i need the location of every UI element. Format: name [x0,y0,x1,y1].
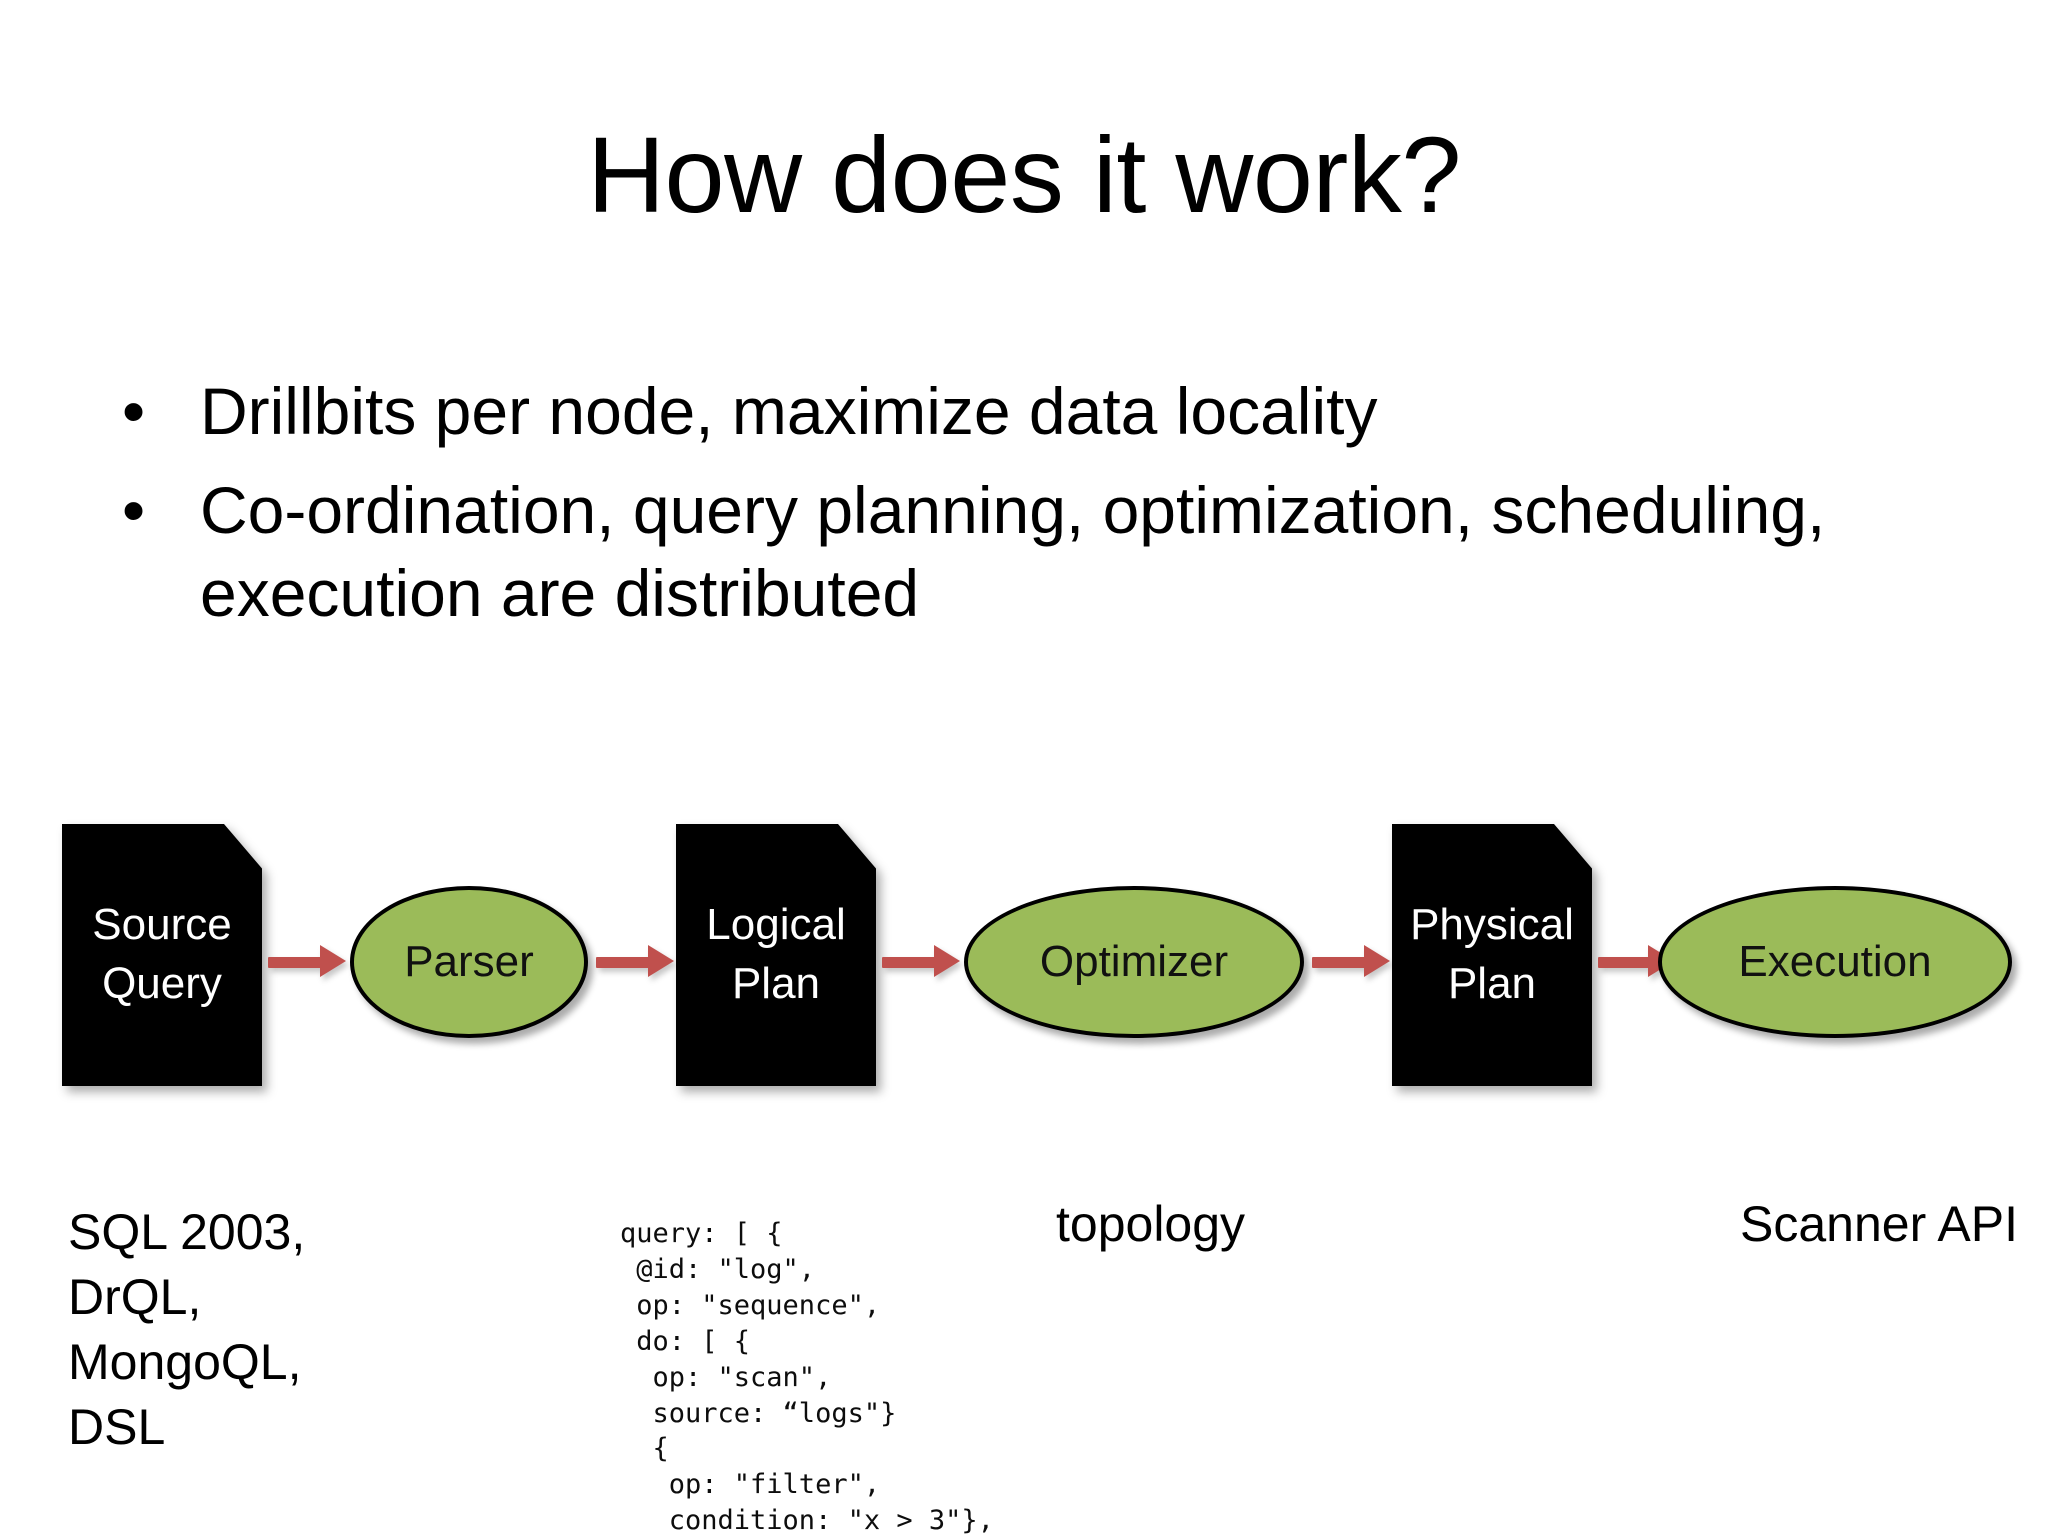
caption-line: SQL 2003, [68,1204,306,1260]
pipeline-diagram: Source Query Parser Logical Plan [0,800,2048,1130]
flow-node-label-line1: Logical [706,900,846,950]
page-title: How does it work? [587,114,1461,235]
list-item: • Drillbits per node, maximize data loca… [108,370,1968,453]
document-shape-icon [1392,824,1592,1086]
flow-node-label-line1: Physical [1410,900,1574,950]
flow-node-label-line2: Query [102,959,222,1008]
list-item-text: Drillbits per node, maximize data locali… [200,374,1378,448]
bullet-marker-icon: • [122,473,146,548]
flow-node-physical-plan: Physical Plan [1392,824,1592,1086]
bullet-marker-icon: • [122,374,146,448]
flow-node-label: Logical Plan [676,896,876,1014]
caption-line: MongoQL, [68,1334,302,1390]
arrow-shaft [596,957,652,968]
flow-node-parser: Parser [350,886,588,1038]
arrow-head-icon [320,945,346,977]
flow-node-label: Execution [1738,937,1932,986]
caption-topology: topology [1056,1196,1246,1252]
caption-scanner-api: Scanner API [1740,1196,2018,1252]
list-item-text: Co-ordination, query planning, optimizat… [200,473,1826,631]
flow-node-label: Optimizer [1039,937,1229,986]
flow-connector-arrow [882,945,960,977]
flow-node-label-line1: Source [92,900,232,950]
flow-node-label-line2: Plan [731,959,821,1008]
caption-line: DrQL, [68,1269,202,1325]
arrow-head-icon [648,945,674,977]
document-shape-icon [62,824,262,1086]
flow-node-label-line2: Plan [1447,959,1537,1008]
caption-line: DSL [68,1399,166,1455]
flow-node-execution: Execution [1658,886,2012,1038]
flow-connector-arrow [596,945,674,977]
arrow-head-icon [934,945,960,977]
bullet-list: • Drillbits per node, maximize data loca… [108,370,1968,651]
list-item: • Co-ordination, query planning, optimiz… [108,469,1968,635]
flow-node-label: Physical Plan [1392,896,1592,1014]
document-shape-icon [676,824,876,1086]
arrow-shaft [882,957,938,968]
arrow-shaft [268,957,324,968]
arrow-shaft [1312,957,1368,968]
flow-node-optimizer: Optimizer [964,886,1304,1038]
flow-connector-arrow [268,945,346,977]
logical-plan-code-sample: query: [ { @id: "log", op: "sequence", d… [620,1218,994,1536]
flow-node-logical-plan: Logical Plan [676,824,876,1086]
arrow-shaft [1598,957,1652,968]
caption-query-languages: SQL 2003, DrQL, MongoQL, DSL [68,1200,408,1460]
flow-node-label: Parser [404,937,534,986]
arrow-head-icon [1364,945,1390,977]
flow-node-label: Source Query [62,896,262,1014]
flow-node-source-query: Source Query [62,824,262,1086]
flow-connector-arrow [1312,945,1390,977]
